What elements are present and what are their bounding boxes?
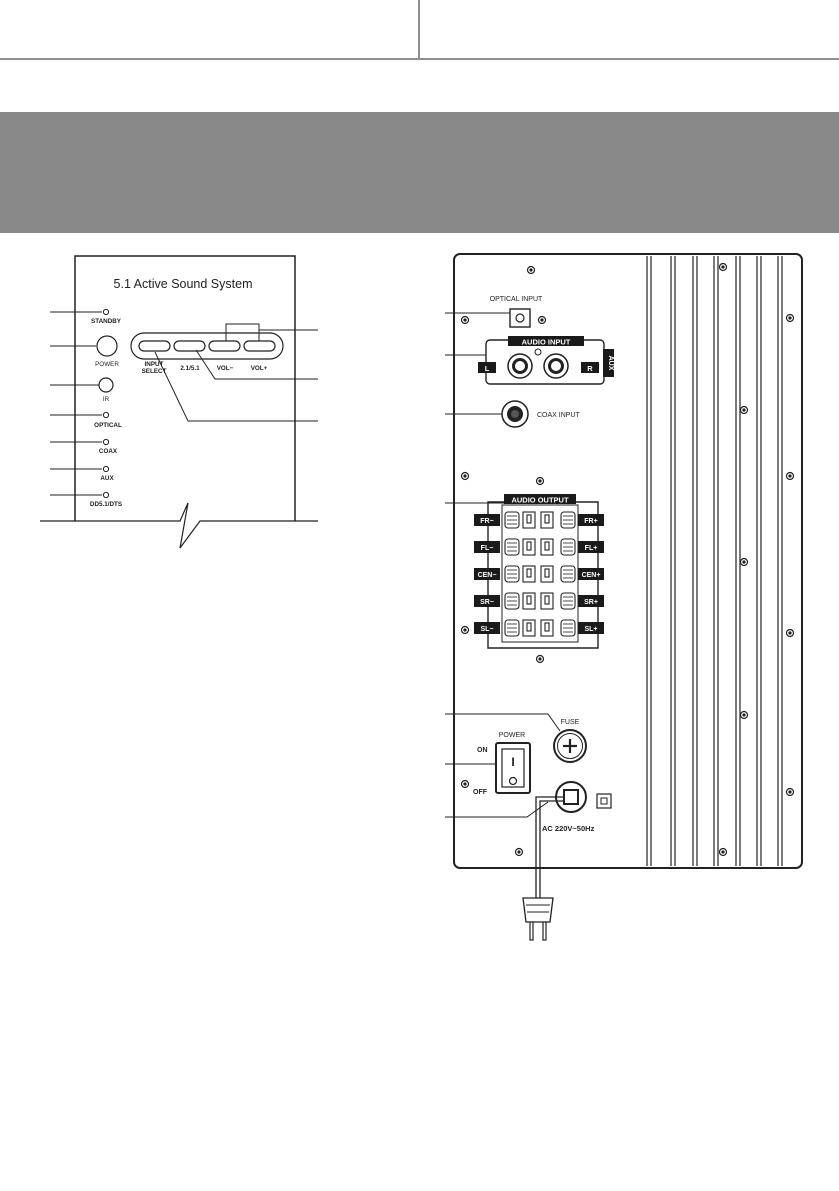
audio-output-label: AUDIO OUTPUT: [511, 496, 569, 505]
rear-panel: OPTICAL INPUT AUDIO INPUT L R AUX C: [445, 253, 803, 941]
coax-input-jack[interactable]: [501, 400, 529, 428]
terminal-panel: [501, 504, 579, 643]
front-panel: 5.1 Active Sound System STANDBY POWER IR…: [40, 255, 318, 549]
terminal-row-cen: [504, 565, 576, 583]
output-label-fr-plus: FR+: [584, 518, 597, 525]
optical-input-label: OPTICAL INPUT: [490, 296, 543, 303]
output-labels-right: FR+ FL+ CEN+ SR+ SL+: [578, 514, 604, 634]
fuse-holder[interactable]: [553, 729, 587, 763]
indicator-dd51-dts: DD5.1/DTS: [50, 491, 122, 508]
ac-rating-label: AC 220V~50Hz: [542, 824, 595, 833]
button-label: SELECT: [142, 368, 167, 375]
indicator-aux: AUX: [50, 465, 114, 482]
power-cord: [535, 796, 563, 898]
indicator-label: OPTICAL: [94, 422, 122, 429]
input-select-button[interactable]: [138, 340, 171, 352]
button-label: VOL+: [251, 365, 268, 372]
terminal-row-sl: [504, 619, 576, 637]
output-label-fr-minus: FR−: [480, 518, 493, 525]
indicator-label: AUX: [100, 475, 114, 482]
button-label: INPUT: [145, 361, 164, 368]
switch-off-label: OFF: [473, 789, 488, 796]
button-strip: [130, 332, 284, 360]
rear-callouts: [445, 312, 561, 818]
indicator-label: STANDBY: [91, 318, 122, 325]
button-callouts: [154, 323, 318, 422]
power-switch-label: POWER: [499, 732, 525, 739]
output-label-fl-plus: FL+: [585, 545, 598, 552]
aux-label: AUX: [607, 356, 614, 371]
indicator-standby: STANDBY: [50, 308, 122, 325]
volume-down-button[interactable]: [208, 340, 241, 352]
output-label-fl-minus: FL−: [481, 545, 494, 552]
output-labels-left: FR− FL− CEN− SR− SL−: [474, 514, 500, 634]
output-label-sr-minus: SR−: [480, 599, 494, 606]
indicator-label: IR: [103, 396, 110, 403]
switch-off-symbol-icon: [508, 776, 518, 786]
coax-input-label: COAX INPUT: [537, 412, 581, 419]
double-insulation-icon: [596, 793, 612, 809]
indicator-power: POWER: [50, 335, 119, 368]
rca-left-jack[interactable]: [507, 353, 533, 379]
header-band: [0, 112, 839, 233]
optical-input-port[interactable]: [509, 308, 531, 328]
switch-on-label: ON: [477, 747, 488, 754]
optical-led-icon: [102, 411, 110, 419]
audio-input-right-label: R: [587, 364, 593, 373]
volume-up-button[interactable]: [243, 340, 276, 352]
audio-input-label: AUDIO INPUT: [522, 338, 571, 347]
output-label-sl-minus: SL−: [480, 626, 493, 633]
output-label-cen-plus: CEN+: [582, 572, 601, 579]
rca-right-jack[interactable]: [543, 353, 569, 379]
power-button-icon[interactable]: [96, 335, 118, 357]
indicator-label: DD5.1/DTS: [90, 501, 122, 508]
button-label: 2.1/5.1: [180, 365, 200, 372]
coax-led-icon: [102, 438, 110, 446]
indicator-coax: COAX: [50, 438, 118, 455]
fuse-label: FUSE: [561, 719, 580, 726]
front-panel-title: 5.1 Active Sound System: [114, 277, 253, 291]
crop-marks: [0, 0, 839, 60]
optical-port-icon: [515, 313, 525, 323]
indicator-optical: OPTICAL: [50, 411, 122, 429]
terminal-row-fl: [504, 538, 576, 556]
audio-input-screw-icon: [534, 348, 542, 356]
power-plug-icon: [522, 897, 554, 941]
terminal-row-sr: [504, 592, 576, 610]
power-switch[interactable]: I: [495, 742, 531, 794]
audio-input-left-label: L: [485, 364, 490, 373]
mode-2-1-5-1-button[interactable]: [173, 340, 206, 352]
ir-receiver-icon: [98, 377, 114, 393]
speaker-terminals[interactable]: [504, 511, 576, 637]
indicator-label: POWER: [95, 361, 119, 368]
output-label-sl-plus: SL+: [584, 626, 597, 633]
switch-on-symbol: I: [511, 755, 514, 769]
screw-icons: [460, 262, 795, 857]
aux-led-icon: [102, 465, 110, 473]
terminal-row-fr: [504, 511, 576, 529]
output-label-sr-plus: SR+: [584, 599, 598, 606]
standby-led-icon: [102, 308, 110, 316]
output-label-cen-minus: CEN−: [478, 572, 497, 579]
indicator-ir: IR: [50, 377, 114, 403]
indicator-label: COAX: [99, 448, 118, 455]
heat-sink: [646, 256, 783, 866]
button-label: VOL−: [217, 365, 234, 372]
dd51-dts-led-icon: [102, 491, 110, 499]
